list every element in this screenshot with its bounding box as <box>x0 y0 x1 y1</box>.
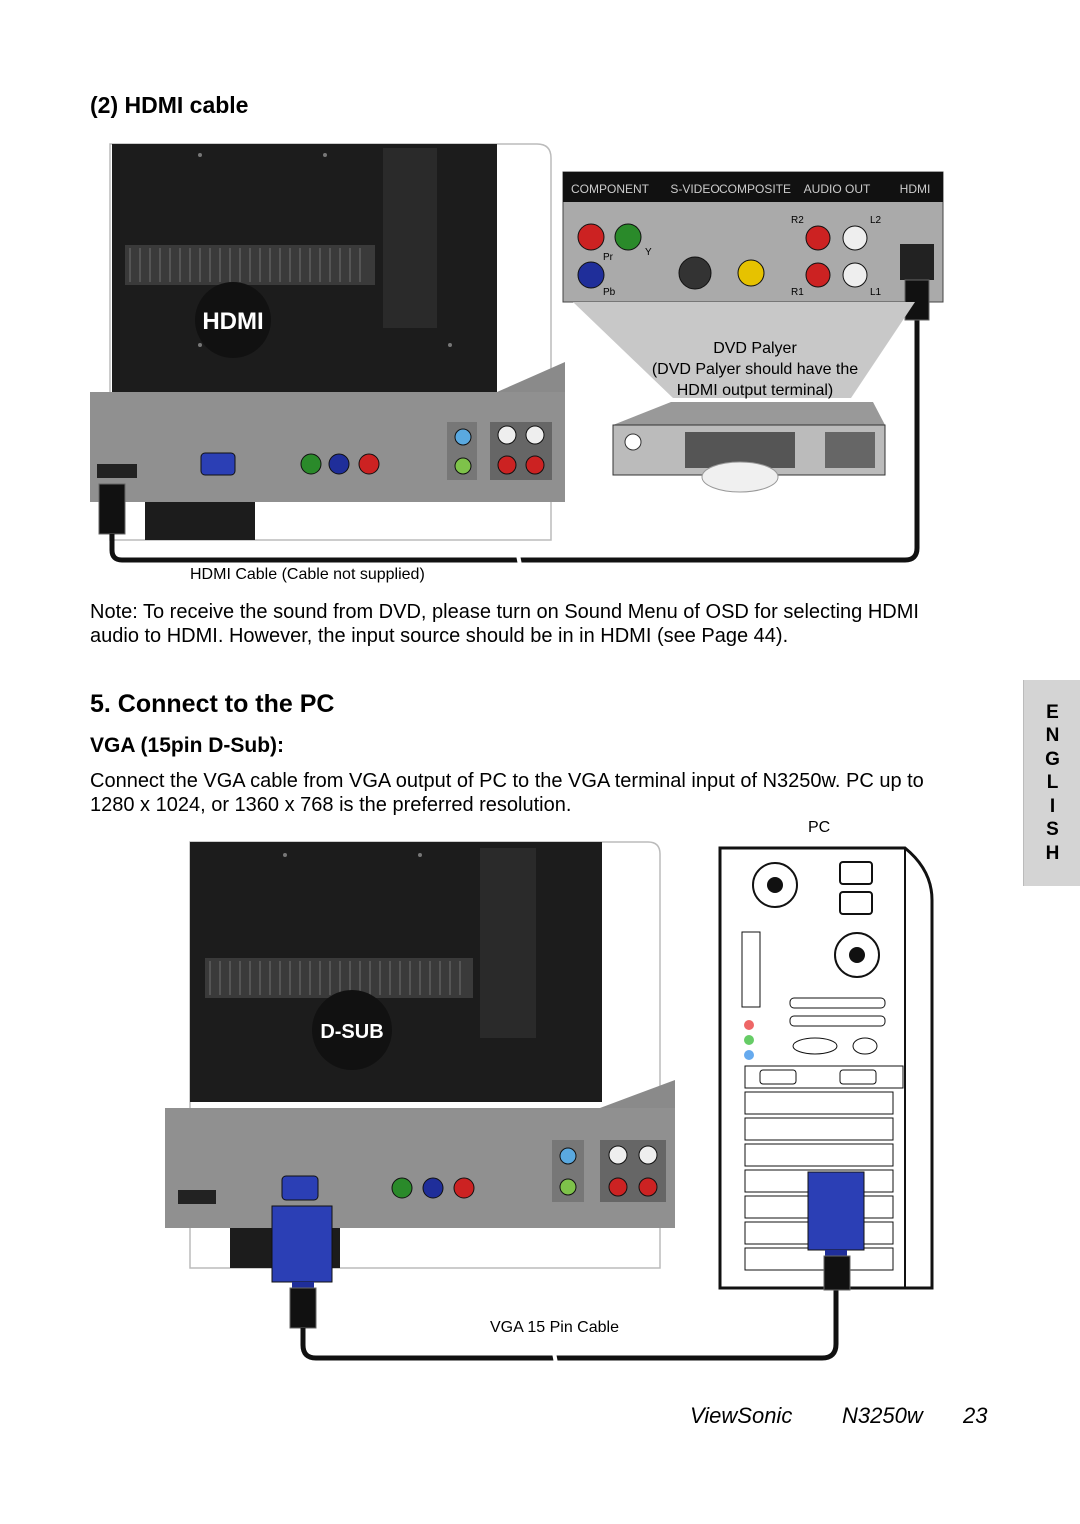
footer-brand: ViewSonic <box>690 1403 793 1428</box>
hdmi-note: Note: To receive the sound from DVD, ple… <box>90 601 919 647</box>
svg-text:DVD Palyer: DVD Palyer <box>713 340 797 357</box>
pc-label: PC <box>808 819 831 836</box>
svg-text:R1: R1 <box>791 287 804 298</box>
dsub-badge-text: D-SUB <box>320 1021 383 1043</box>
hdmi-connection-diagram: HDMI COMPONENT S-VIDEO COMPOSITE AUDIO O… <box>90 143 944 571</box>
vga-cable-caption: VGA 15 Pin Cable <box>490 1319 619 1336</box>
svg-text:L1: L1 <box>870 287 882 298</box>
svg-text:AUDIO OUT: AUDIO OUT <box>804 182 871 196</box>
footer-page-number: 23 <box>963 1403 988 1428</box>
hdmi-cable-heading: (2) HDMI cable <box>90 92 249 118</box>
hdmi-badge-icon <box>195 282 271 358</box>
vga-plug-pc-icon <box>807 1171 865 1251</box>
svg-text:COMPONENT: COMPONENT <box>571 182 650 196</box>
connect-pc-heading: 5. Connect to the PC <box>90 690 335 718</box>
hdmi-badge-text: HDMI <box>202 308 263 335</box>
vga-cable <box>300 1280 839 1361</box>
hdmi-cable-caption: HDMI Cable (Cable not supplied) <box>190 566 425 583</box>
svg-text:HDMI output terminal): HDMI output terminal) <box>677 382 834 399</box>
svg-text:Pr: Pr <box>603 252 614 263</box>
vga-plug-icon <box>271 1205 333 1283</box>
svg-text:L2: L2 <box>870 215 882 226</box>
svg-text:Y: Y <box>645 247 652 258</box>
vga-subheading: VGA (15pin D-Sub): <box>90 734 285 757</box>
dsub-badge-icon <box>312 990 392 1070</box>
language-side-tab: E N G L I S H <box>1023 680 1080 886</box>
hdmi-cable <box>109 318 920 563</box>
vga-body-text: Connect the VGA cable from VGA output of… <box>90 770 924 816</box>
svg-text:HDMI: HDMI <box>900 182 931 196</box>
footer-model: N3250w <box>842 1403 923 1428</box>
vga-connection-diagram: D-SUB <box>165 841 934 1369</box>
svg-text:R2: R2 <box>791 215 804 226</box>
svg-text:S-VIDEO: S-VIDEO <box>670 182 719 196</box>
svg-text:(DVD Palyer should have the: (DVD Palyer should have the <box>652 361 858 378</box>
svg-text:Pb: Pb <box>603 287 616 298</box>
svg-text:COMPOSITE: COMPOSITE <box>719 182 791 196</box>
